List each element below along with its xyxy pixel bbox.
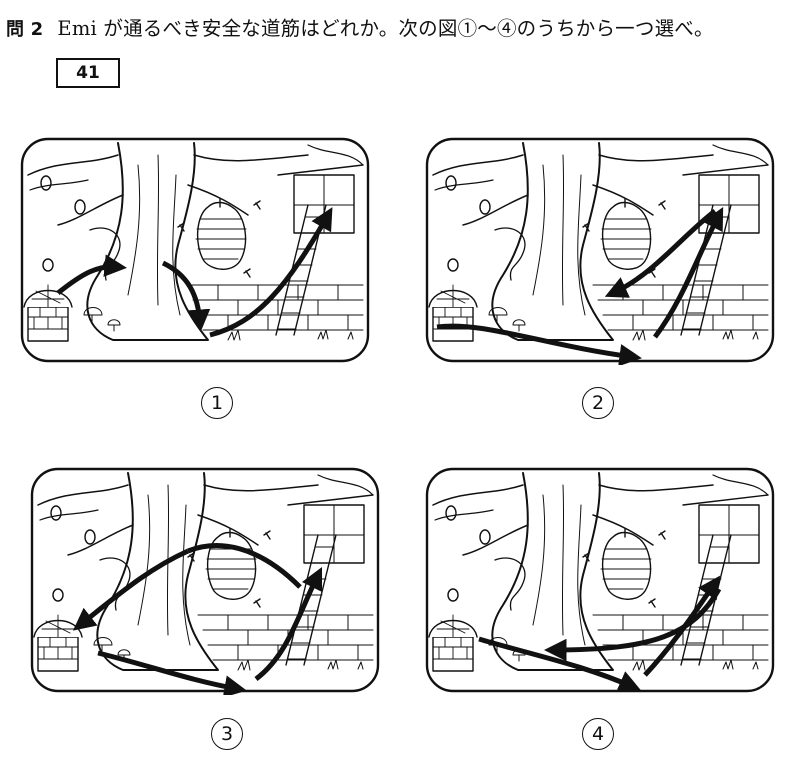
option-label-4-text: 4 <box>591 723 605 745</box>
question-body: Emi が通るべき安全な道筋はどれか。次の図①～④のうちから一つ選べ。 <box>57 17 714 40</box>
option-label-3[interactable]: 3 <box>211 718 243 750</box>
option-label-3-text: 3 <box>220 723 234 745</box>
scene-3-svg <box>30 467 380 695</box>
illustration-1 <box>18 135 372 365</box>
option-label-2-text: 2 <box>591 392 605 414</box>
question-text: 問 2 Emi が通るべき安全な道筋はどれか。次の図①～④のうちから一つ選べ。 <box>6 12 796 41</box>
scene-4-svg <box>425 467 775 693</box>
illustration-3 <box>28 465 382 695</box>
option-label-1[interactable]: 1 <box>201 387 233 419</box>
question-number: 問 2 <box>6 19 44 40</box>
answer-box[interactable]: 41 <box>56 58 120 88</box>
illustration-2 <box>423 135 777 365</box>
option-label-1-text: 1 <box>210 392 224 414</box>
scene-1-svg <box>20 137 370 363</box>
option-label-2[interactable]: 2 <box>582 387 614 419</box>
scene-2-svg <box>425 137 775 365</box>
option-label-4[interactable]: 4 <box>582 718 614 750</box>
illustration-4 <box>423 465 777 695</box>
